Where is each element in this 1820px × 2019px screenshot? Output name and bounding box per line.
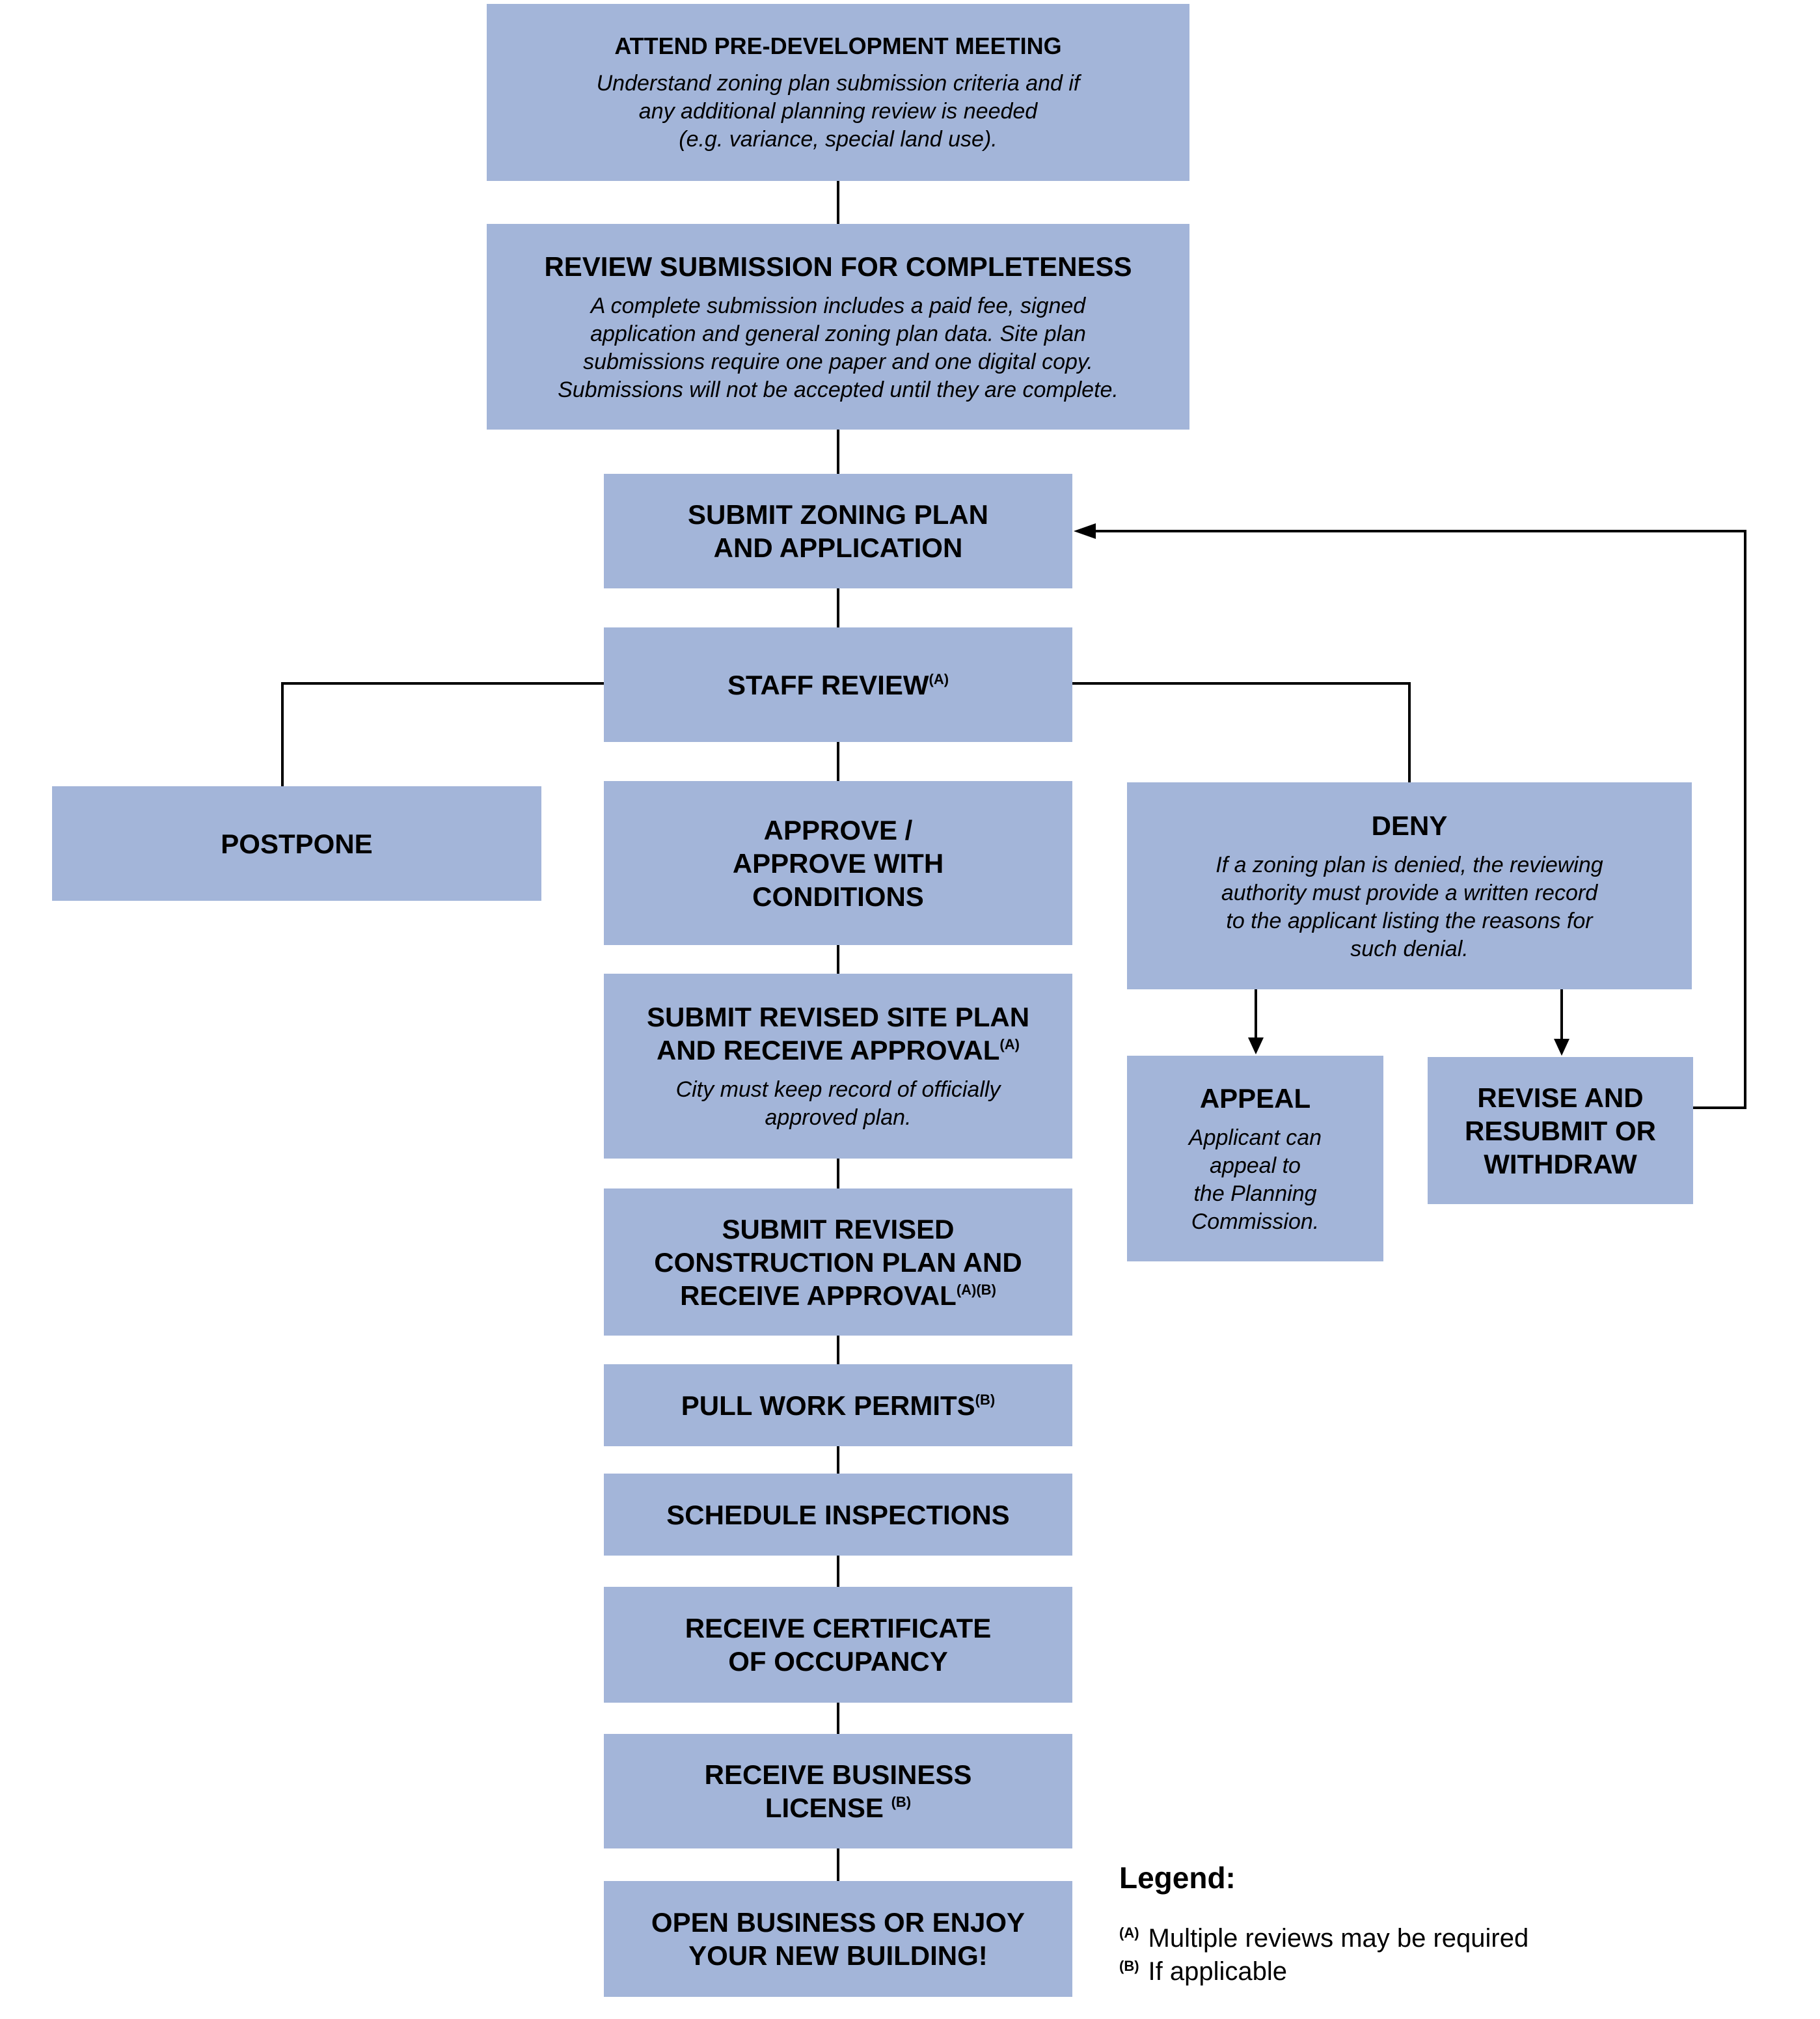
step-open-business: OPEN BUSINESS OR ENJOY YOUR NEW BUILDING… [604,1881,1072,1997]
step-title: RECEIVE BUSINESS LICENSE (B) [705,1758,972,1824]
step-postpone: POSTPONE [52,786,541,901]
step-revise-resubmit: REVISE AND RESUBMIT OR WITHDRAW [1428,1057,1693,1204]
step-submit-revised-site-plan: SUBMIT REVISED SITE PLAN AND RECEIVE APP… [604,974,1072,1159]
step-title: PULL WORK PERMITS(B) [681,1389,995,1422]
legend-mark: (A) [1119,1925,1139,1941]
step-deny: DENY If a zoning plan is denied, the rev… [1127,782,1692,989]
legend-title: Legend: [1119,1861,1236,1895]
step-title-text: RECEIVE BUSINESS LICENSE [704,1759,972,1823]
step-title-text: STAFF REVIEW [727,669,929,700]
step-description: A complete submission includes a paid fe… [558,293,1119,402]
step-title: DENY [1371,810,1448,841]
legend-mark: (B) [1119,1958,1139,1974]
arrowhead-submit-plan [1074,523,1096,539]
step-certificate-of-occupancy: RECEIVE CERTIFICATE OF OCCUPANCY [604,1587,1072,1703]
footnote-mark: (A)(B) [956,1281,996,1298]
legend-item: (A) Multiple reviews may be required [1119,1924,1705,1953]
footnote-mark: (B) [975,1391,996,1408]
connector-staff-review-to-postpone [281,682,604,786]
legend: Legend: (A) Multiple reviews may be requi… [1119,1860,1705,1986]
step-title-text: SUBMIT REVISED CONSTRUCTION PLAN AND REC… [654,1213,1022,1311]
step-title: SUBMIT REVISED CONSTRUCTION PLAN AND REC… [654,1213,1022,1312]
step-title-text: SUBMIT REVISED SITE PLAN AND RECEIVE APP… [646,1002,1030,1065]
step-description: City must keep record of officially appr… [675,1077,1001,1130]
step-title: REVIEW SUBMISSION FOR COMPLETENESS [544,251,1132,282]
step-title-text: PULL WORK PERMITS [681,1390,975,1421]
step-description: Understand zoning plan submission criter… [596,70,1080,152]
step-staff-review: STAFF REVIEW(A) [604,627,1072,742]
step-title: APPEAL [1199,1082,1311,1114]
step-title: REVISE AND RESUBMIT OR WITHDRAW [1465,1082,1656,1179]
step-title: STAFF REVIEW(A) [727,668,949,702]
step-title: ATTEND PRE-DEVELOPMENT MEETING [614,32,1062,59]
step-business-license: RECEIVE BUSINESS LICENSE (B) [604,1734,1072,1848]
step-schedule-inspections: SCHEDULE INSPECTIONS [604,1474,1072,1556]
arrowhead-revise [1554,1039,1569,1056]
legend-text: Multiple reviews may be required [1148,1924,1529,1953]
step-title: SUBMIT ZONING PLAN AND APPLICATION [688,499,988,563]
step-title: OPEN BUSINESS OR ENJOY YOUR NEW BUILDING… [651,1907,1025,1971]
arrowhead-appeal [1248,1037,1264,1054]
step-description: Applicant can appeal to the Planning Com… [1188,1125,1322,1234]
step-pre-development-meeting: ATTEND PRE-DEVELOPMENT MEETING Understan… [487,4,1189,181]
step-title: POSTPONE [221,828,373,859]
step-description: If a zoning plan is denied, the reviewin… [1216,852,1603,961]
arrow-revise-to-submit [1093,530,1746,1109]
step-title: SCHEDULE INSPECTIONS [666,1499,1010,1530]
step-pull-work-permits: PULL WORK PERMITS(B) [604,1364,1072,1446]
footnote-mark: (A) [929,670,949,687]
step-submit-construction-plan: SUBMIT REVISED CONSTRUCTION PLAN AND REC… [604,1188,1072,1336]
footnote-mark: (B) [891,1794,912,1810]
legend-item: (B) If applicable [1119,1957,1705,1986]
connector-staff-review-to-deny [1072,682,1411,782]
step-title: RECEIVE CERTIFICATE OF OCCUPANCY [685,1613,992,1677]
step-submit-zoning-plan: SUBMIT ZONING PLAN AND APPLICATION [604,474,1072,588]
step-approve: APPROVE / APPROVE WITH CONDITIONS [604,781,1072,945]
footnote-mark: (A) [999,1036,1020,1052]
step-title: APPROVE / APPROVE WITH CONDITIONS [732,814,944,912]
step-review-completeness: REVIEW SUBMISSION FOR COMPLETENESS A com… [487,224,1189,430]
step-appeal: APPEAL Applicant can appeal to the Plann… [1127,1056,1383,1261]
step-title: SUBMIT REVISED SITE PLAN AND RECEIVE APP… [647,1000,1029,1067]
legend-text: If applicable [1148,1957,1288,1986]
